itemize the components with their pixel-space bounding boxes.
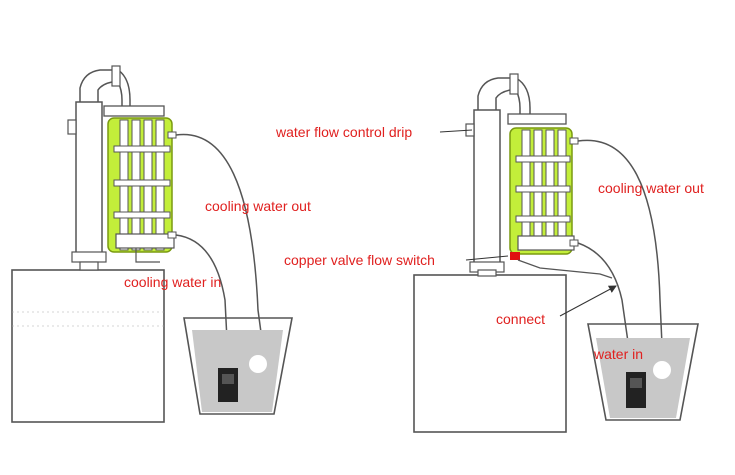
right-hose-in xyxy=(577,242,633,371)
left-column xyxy=(67,101,107,271)
right-hose-out xyxy=(577,139,663,346)
left-water-bucket xyxy=(183,317,293,415)
left-hose-out xyxy=(175,133,263,341)
copper-valve xyxy=(510,252,520,260)
right-column xyxy=(465,109,505,277)
right-connect-pipe xyxy=(517,259,613,279)
left-cooling-water-in-label: cooling water in xyxy=(124,274,221,290)
left-elbow-pipe xyxy=(79,65,131,108)
left-condenser-coil xyxy=(103,105,177,253)
right-boiler-box xyxy=(413,274,567,433)
left-cooling-water-out-label: cooling water out xyxy=(205,198,311,214)
right-setup: water flow control drip cooling water ou… xyxy=(275,73,704,433)
connect-label: connect xyxy=(496,311,545,327)
right-elbow-pipe xyxy=(477,73,531,116)
copper-valve-flow-switch-label: copper valve flow switch xyxy=(284,252,435,268)
water-in-label: water in xyxy=(593,346,643,362)
right-condenser-coil xyxy=(507,113,579,255)
left-hose-in xyxy=(175,234,229,361)
connect-arrow xyxy=(559,285,617,317)
right-water-bucket xyxy=(587,323,699,421)
water-flow-control-drip-label: water flow control drip xyxy=(275,124,412,140)
left-boiler-box xyxy=(11,269,165,423)
right-cooling-water-out-label: cooling water out xyxy=(598,180,704,196)
drip-leader-line xyxy=(439,129,473,133)
valve-leader-line xyxy=(465,255,509,261)
left-setup: cooling water out cooling water in xyxy=(11,65,311,423)
